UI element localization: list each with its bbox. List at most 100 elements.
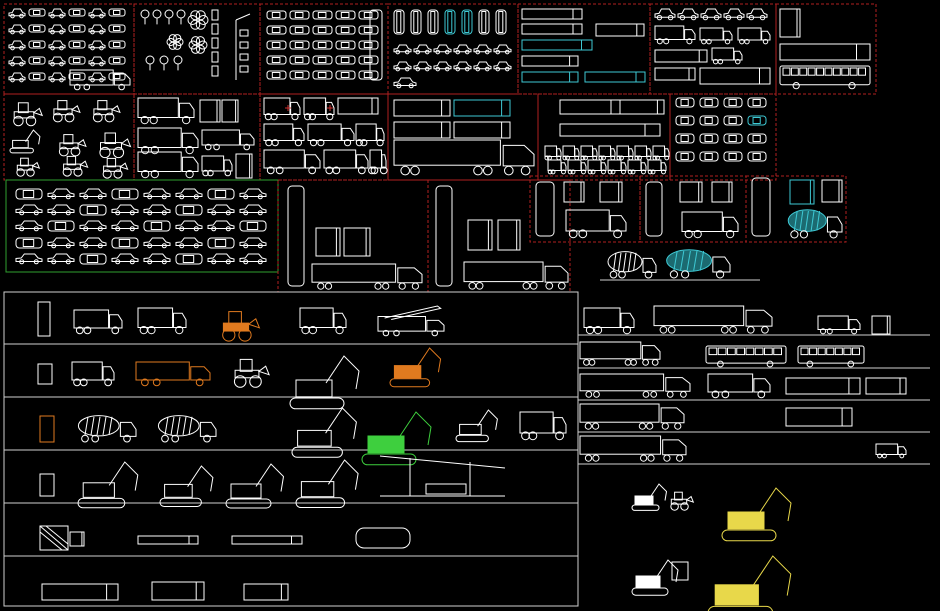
truck-top-view [315, 227, 341, 257]
car-top-view [478, 9, 490, 35]
boom-crane-symbol [379, 455, 506, 497]
car-top-view [143, 220, 171, 232]
car-side-view [15, 253, 43, 265]
excavator [159, 465, 214, 507]
car-side-view [47, 237, 75, 249]
car-side-view [111, 204, 139, 216]
car-side-view [79, 220, 107, 232]
frame-semi-1 [277, 179, 429, 293]
traffic-light [211, 37, 219, 49]
car-side-view [239, 237, 267, 249]
wheel-loader [16, 157, 41, 177]
truck-side-view [519, 411, 567, 441]
road-sign [176, 9, 186, 25]
car-top-view [289, 55, 310, 65]
bus-side-view [779, 65, 871, 90]
car-side-view [393, 77, 417, 89]
frame-cars-b [669, 93, 777, 181]
truck-side-view [737, 27, 771, 45]
truck-top-view [584, 71, 646, 83]
car-side-view [473, 44, 492, 55]
car-top-view [747, 115, 767, 126]
car-side-view [433, 61, 452, 72]
car-top-view [312, 25, 333, 35]
excavator [707, 555, 792, 611]
car-top-view [207, 188, 235, 200]
car-top-view [461, 9, 473, 35]
truck-top-view [821, 179, 843, 203]
car-top-view [358, 40, 379, 50]
truck-side-view [607, 159, 627, 175]
car-top-view [747, 133, 767, 144]
wheel-loader [13, 102, 44, 127]
road-sign [239, 53, 249, 61]
car-side-view [175, 220, 203, 232]
excavator [289, 355, 360, 410]
truck-top-view [343, 227, 371, 257]
car-side-view [175, 188, 203, 200]
truck-side-view [323, 149, 369, 175]
car-top-view [68, 24, 86, 33]
truck-top-view [751, 177, 771, 237]
semi-trailer-truck [579, 341, 661, 366]
truck-top-view [679, 181, 703, 203]
truck-top-view [865, 377, 907, 395]
semi-trailer-truck [393, 139, 535, 176]
car-top-view [28, 56, 46, 65]
frame-mixer [745, 175, 847, 243]
truck-side-view [654, 25, 696, 45]
car-side-view [88, 72, 106, 83]
car-side-view [15, 204, 43, 216]
car-side-view [493, 44, 512, 55]
truck-top-view [231, 535, 303, 545]
car-top-view [28, 72, 46, 81]
car-top-view [68, 72, 86, 81]
truck-top-view [654, 49, 708, 63]
car-side-view [723, 8, 745, 21]
truck-top-view [137, 535, 199, 545]
car-top-view [266, 25, 287, 35]
car-side-view [393, 44, 412, 55]
car-top-view [723, 133, 743, 144]
truck-top-view [393, 121, 451, 139]
truck-top-view [243, 583, 289, 601]
car-top-view [675, 97, 695, 108]
truck-top-view [785, 407, 853, 427]
road-sign [159, 55, 169, 71]
truck-top-view [559, 99, 621, 115]
truck-side-view [565, 209, 627, 239]
truck-side-view [69, 69, 131, 91]
concrete-mixer-truck [157, 415, 217, 443]
truck-side-view [567, 159, 587, 175]
truck-top-view [69, 531, 85, 547]
car-top-view [427, 9, 439, 35]
car-top-view [312, 10, 333, 20]
car-side-view [48, 8, 66, 19]
truck-top-view [467, 219, 493, 251]
truck-side-view [587, 159, 607, 175]
truck-top-view [221, 99, 239, 123]
car-top-view [675, 115, 695, 126]
traffic-light [211, 9, 219, 21]
car-side-view [8, 56, 26, 67]
car-side-view [88, 56, 106, 67]
car-side-view [654, 8, 676, 21]
truck-side-view [263, 97, 301, 121]
truck-top-view [453, 99, 511, 117]
frame-dump [529, 175, 641, 243]
traffic-light [211, 51, 219, 63]
car-top-view [675, 133, 695, 144]
excavator [389, 347, 442, 388]
car-side-view [453, 61, 472, 72]
car-side-view [207, 253, 235, 265]
truck-top-view [521, 8, 583, 20]
compactor-symbol [671, 561, 689, 581]
truck-side-view [652, 145, 670, 161]
truck-top-view [699, 67, 771, 85]
frame-trailers [387, 93, 539, 181]
car-side-view [239, 204, 267, 216]
truck-side-view [580, 145, 598, 161]
truck-side-view [647, 159, 667, 175]
